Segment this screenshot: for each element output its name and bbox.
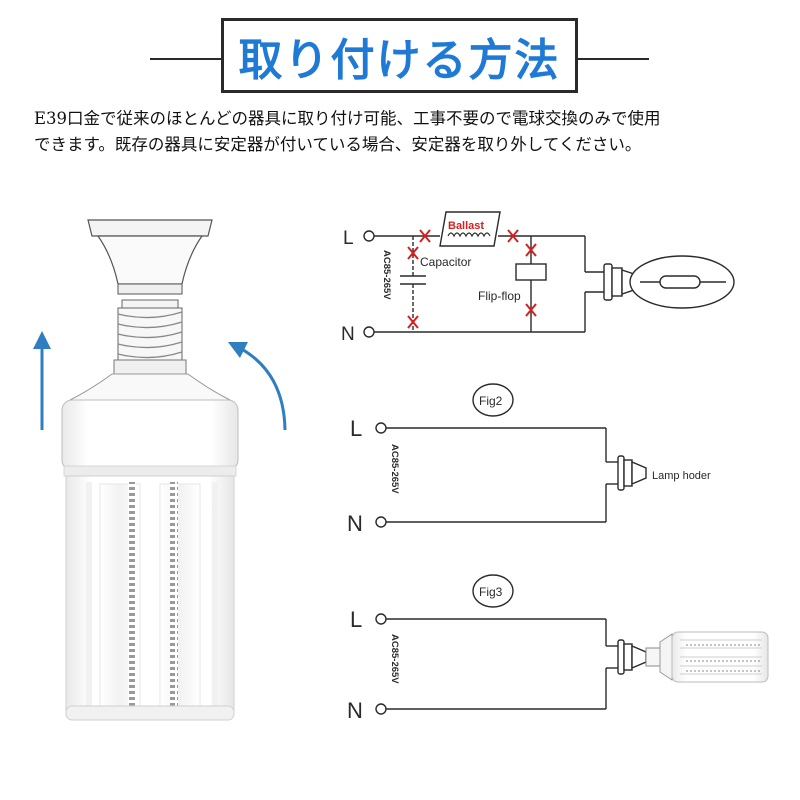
title-rule-right — [577, 58, 649, 60]
corn-bulb — [61, 299, 239, 721]
cross-icon — [407, 246, 419, 260]
rotate-arrow-icon — [227, 341, 287, 431]
fig2-voltage: AC85-265V — [389, 444, 400, 494]
title-rule-left — [150, 58, 222, 60]
title-box: 取り付ける方法 — [221, 18, 578, 93]
e39-screw-base — [113, 299, 187, 375]
fig2-circuit — [375, 383, 647, 528]
fig2-terminal-l: L — [350, 416, 362, 441]
cross-icon — [525, 303, 537, 317]
fig3-terminal-n: N — [347, 698, 363, 723]
fig1-circuit — [363, 230, 606, 338]
fig3-led-bulb — [645, 631, 769, 683]
page-title: 取り付ける方法 — [238, 34, 561, 86]
cut-marks — [407, 229, 537, 329]
fig1-terminal-n: N — [341, 324, 355, 345]
hid-lamp — [603, 255, 735, 309]
fig3-label-bubble — [472, 574, 514, 608]
ballast-label: Ballast — [448, 220, 484, 232]
fig2-label: Fig2 — [479, 394, 503, 408]
cross-icon — [525, 243, 537, 257]
led-strip — [170, 482, 178, 708]
description: E39口金で従来のほとんどの器具に取り付け可能、工事不要ので電球交換のみで使用 … — [34, 106, 774, 158]
cross-icon — [407, 315, 419, 329]
cross-icon — [419, 229, 431, 243]
lamp-holder-icon — [617, 639, 647, 675]
flipflop-label: Flip-flop — [478, 289, 521, 303]
fig3-terminal-l: L — [350, 607, 362, 632]
terminal-n-node — [363, 326, 375, 338]
ballast-box — [439, 211, 501, 247]
description-line-1: E39口金で従来のほとんどの器具に取り付け可能、工事不要ので電球交換のみで使用 — [34, 109, 661, 128]
install-arrows — [33, 331, 287, 431]
fig3-voltage: AC85-265V — [389, 634, 400, 684]
lamp-holder-label: Lamp hoder — [652, 470, 711, 482]
fig3-circuit — [375, 574, 647, 715]
terminal-l-node — [363, 230, 375, 242]
capacitor-label: Capacitor — [420, 255, 471, 269]
socket-fixture — [87, 219, 213, 295]
fig1-voltage: AC85-265V — [381, 250, 392, 300]
fig2-label-bubble — [472, 383, 514, 417]
cross-icon — [507, 229, 519, 243]
fig1-terminal-l: L — [343, 228, 354, 249]
fig3-label: Fig3 — [479, 585, 503, 599]
led-strip — [128, 482, 136, 708]
description-line-2: できます。既存の器具に安定器が付いている場合、安定器を取り外してください。 — [34, 135, 642, 154]
fig2-terminal-n: N — [347, 511, 363, 536]
lamp-holder-icon — [617, 455, 647, 491]
